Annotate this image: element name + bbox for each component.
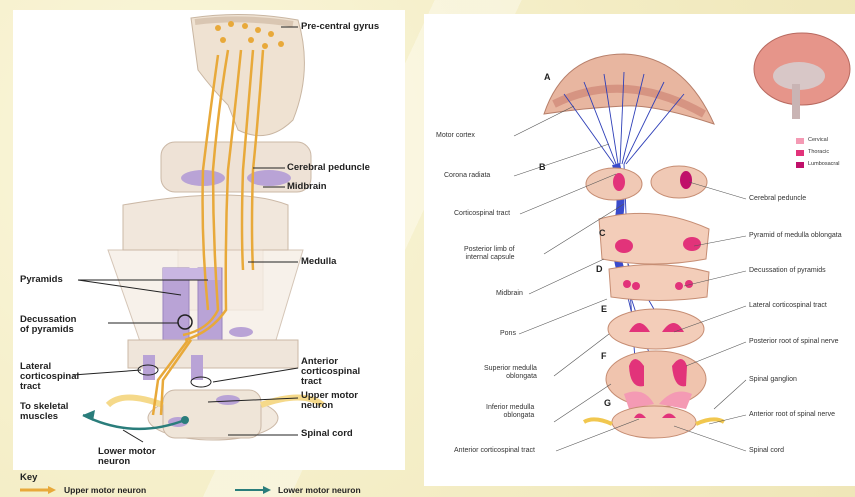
label-midbrain-right: Midbrain bbox=[496, 290, 523, 298]
letter-c: C bbox=[599, 228, 606, 238]
label-pyramid-medulla: Pyramid of medulla oblongata bbox=[749, 232, 842, 240]
label-spinal-ganglion: Spinal ganglion bbox=[749, 376, 797, 384]
label-medulla: Medulla bbox=[301, 257, 336, 267]
letter-d: D bbox=[596, 264, 603, 274]
label-precentral-gyrus: Pre-central gyrus bbox=[301, 22, 379, 32]
label-anterior-cst: Anterior corticospinal tract bbox=[454, 447, 535, 455]
label-midbrain: Midbrain bbox=[287, 182, 327, 192]
label-pons: Pons bbox=[500, 330, 516, 338]
section-g bbox=[612, 406, 696, 438]
key-title: Key bbox=[20, 472, 37, 483]
key-upper-motor: Upper motor neuron bbox=[64, 485, 146, 495]
section-f bbox=[606, 351, 706, 407]
letter-g: G bbox=[604, 398, 611, 408]
label-lateral-cst: Lateral corticospinal tract bbox=[749, 302, 827, 310]
letter-e: E bbox=[601, 304, 607, 314]
label-superior-medulla: Superior medulla oblongata bbox=[484, 365, 537, 380]
section-e bbox=[608, 309, 704, 349]
label-motor-cortex: Motor cortex bbox=[436, 132, 475, 140]
label-pyramids: Pyramids bbox=[20, 275, 63, 285]
label-skeletal-muscles: To skeletal muscles bbox=[20, 402, 68, 422]
letter-a: A bbox=[544, 72, 551, 82]
label-lower-motor-neuron: Lower motor neuron bbox=[98, 447, 156, 467]
letter-b: B bbox=[539, 162, 546, 172]
label-corticospinal-tract: Corticospinal tract bbox=[454, 210, 510, 218]
label-corona-radiata: Corona radiata bbox=[444, 172, 490, 180]
section-b-right bbox=[651, 166, 707, 198]
label-cerebral-peduncle: Cerebral peduncle bbox=[287, 163, 370, 173]
legend-thoracic: Thoracic bbox=[808, 149, 829, 155]
label-decussation-right: Decussation of pyramids bbox=[749, 267, 826, 275]
right-diagram-panel: A B C D E F G Motor cortex Corona radiat… bbox=[424, 14, 855, 486]
label-lateral-tract: Lateral corticospinal tract bbox=[20, 362, 79, 392]
label-posterior-limb: Posterior limb of internal capsule bbox=[464, 246, 515, 261]
legend-lumbosacral: Lumbosacral bbox=[808, 161, 840, 167]
label-anterior-tract: Anterior corticospinal tract bbox=[301, 357, 360, 387]
label-upper-motor-neuron: Upper motor neuron bbox=[301, 391, 358, 411]
label-posterior-root: Posterior root of spinal nerve bbox=[749, 338, 839, 346]
label-decussation: Decussation of pyramids bbox=[20, 315, 77, 335]
label-spinal-cord-right: Spinal cord bbox=[749, 447, 784, 455]
legend-cervical: Cervical bbox=[808, 137, 828, 143]
label-cerebral-peduncle-right: Cerebral peduncle bbox=[749, 195, 806, 203]
label-spinal-cord: Spinal cord bbox=[301, 429, 353, 439]
letter-f: F bbox=[601, 351, 607, 361]
left-diagram-panel: Pre-central gyrus Cerebral peduncle Midb… bbox=[13, 10, 405, 470]
label-inferior-medulla: Inferior medulla oblongata bbox=[486, 404, 534, 419]
key-lower-motor: Lower motor neuron bbox=[278, 485, 361, 495]
label-anterior-root: Anterior root of spinal nerve bbox=[749, 411, 835, 419]
